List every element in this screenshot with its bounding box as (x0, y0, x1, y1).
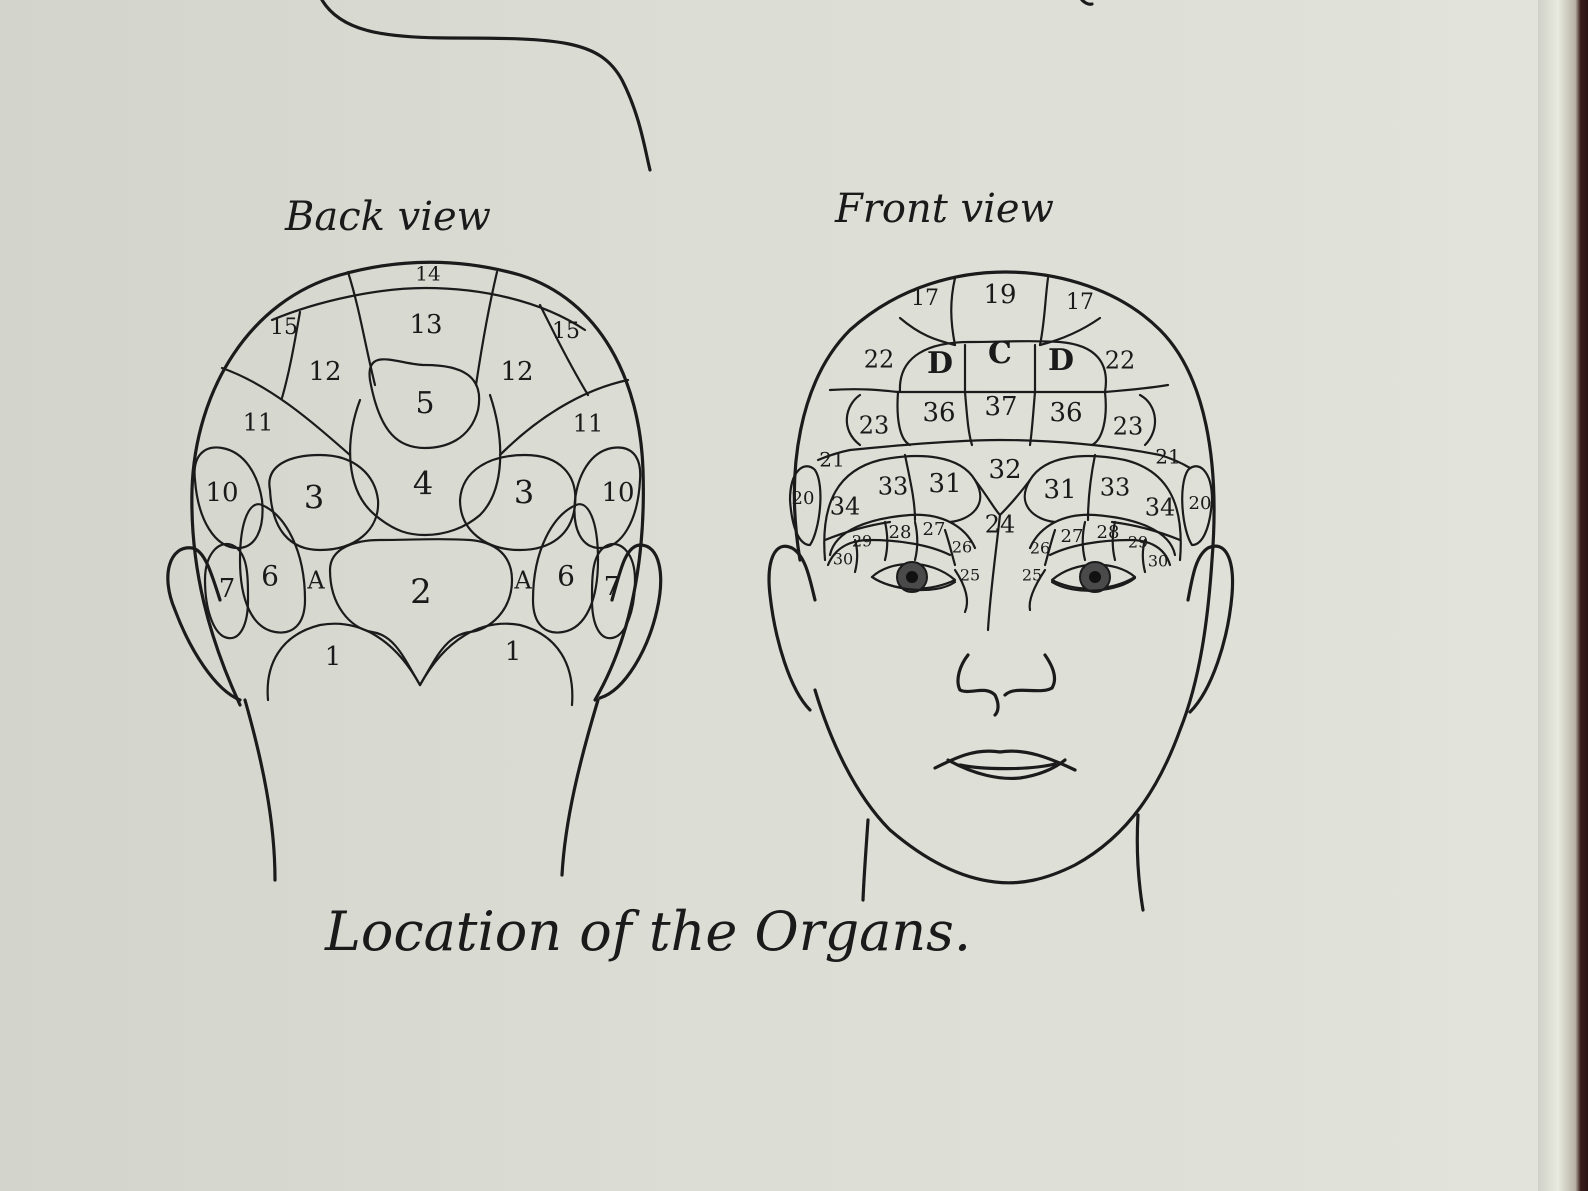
back-view-caption: Back view (284, 194, 491, 240)
front-label: 23 (859, 412, 890, 440)
front-label: 20 (1189, 493, 1212, 514)
front-label: D (927, 346, 953, 381)
back-ear-right (598, 543, 663, 700)
front-label: 22 (864, 346, 895, 374)
front-label: 26 (1030, 539, 1050, 558)
front-label: 21 (819, 448, 844, 472)
upper-figure-curve (320, 0, 652, 172)
front-face-outline (792, 270, 1216, 885)
front-label: 27 (1061, 526, 1084, 547)
back-label: 6 (557, 560, 575, 593)
front-label: 24 (985, 511, 1016, 539)
front-label: 37 (984, 392, 1017, 422)
diagram-title: Location of the Organs. (324, 900, 971, 963)
upper-figure-stroke (1080, 0, 1094, 6)
front-label: 36 (922, 398, 955, 428)
back-label: 3 (514, 474, 534, 512)
front-label: 34 (1145, 494, 1176, 522)
front-eye-left (870, 561, 957, 593)
back-label: 5 (415, 386, 434, 421)
front-label: 25 (1022, 566, 1042, 585)
back-label: 11 (243, 409, 274, 437)
back-label: 12 (500, 357, 533, 387)
front-label: 25 (960, 566, 980, 585)
book-page-edge (1538, 0, 1588, 1191)
front-label: 26 (952, 538, 972, 557)
back-label: 7 (604, 572, 621, 602)
front-label: 33 (878, 473, 909, 501)
front-label: 21 (1155, 445, 1180, 469)
front-ear-left (767, 544, 817, 712)
front-label: 29 (1128, 533, 1148, 552)
front-label: 28 (889, 522, 912, 543)
back-neck-right (560, 698, 600, 877)
front-ear-right (1186, 544, 1235, 714)
front-label: 30 (1148, 552, 1168, 571)
front-label: 20 (792, 488, 815, 509)
back-view-labels: 14 13 15 15 12 12 5 11 11 4 3 3 10 10 2 … (205, 262, 634, 673)
front-label: D (1048, 343, 1074, 378)
back-view-head (166, 260, 663, 882)
back-neck-left (243, 698, 277, 882)
back-label: 7 (219, 574, 236, 604)
back-label: 12 (308, 357, 341, 387)
front-label: 34 (830, 493, 861, 521)
front-label: 27 (923, 519, 946, 540)
front-label: 19 (983, 280, 1016, 310)
front-label: 33 (1100, 474, 1131, 502)
front-mouth (933, 749, 1077, 781)
front-label: 36 (1049, 398, 1082, 428)
front-view-caption: Front view (834, 186, 1054, 232)
front-nose (956, 653, 1057, 717)
back-label: 15 (270, 315, 298, 340)
back-label: 10 (205, 478, 238, 508)
front-label: 31 (1043, 475, 1076, 505)
front-view-labels: 17 19 17 22 D C D 22 23 36 37 36 23 21 2… (792, 280, 1212, 585)
front-neck-right (1135, 813, 1145, 912)
front-view-head (767, 270, 1235, 912)
back-label: 14 (415, 262, 440, 286)
front-label: 17 (1066, 290, 1094, 315)
front-label: 30 (833, 550, 853, 569)
front-label: 22 (1105, 347, 1136, 375)
front-neck-left (861, 818, 870, 902)
back-label: 2 (410, 572, 432, 612)
back-label: 4 (413, 465, 433, 503)
back-label: 13 (409, 310, 442, 340)
back-label: 10 (601, 478, 634, 508)
front-label: C (988, 336, 1012, 371)
front-label: 29 (852, 532, 872, 551)
front-label: 17 (911, 286, 939, 311)
back-label: A (513, 567, 532, 595)
front-label: 31 (928, 469, 961, 499)
back-skull-outline (190, 260, 645, 707)
back-label: A (306, 567, 325, 595)
front-eye-right (1050, 561, 1137, 593)
front-label: 23 (1113, 413, 1144, 441)
front-label: 28 (1097, 522, 1120, 543)
back-label: 1 (325, 642, 342, 672)
back-label: 15 (552, 319, 580, 344)
front-label: 32 (988, 455, 1021, 485)
back-label: 3 (304, 479, 324, 517)
back-label: 1 (505, 637, 522, 667)
back-label: 6 (261, 560, 279, 593)
back-label: 11 (573, 410, 604, 438)
